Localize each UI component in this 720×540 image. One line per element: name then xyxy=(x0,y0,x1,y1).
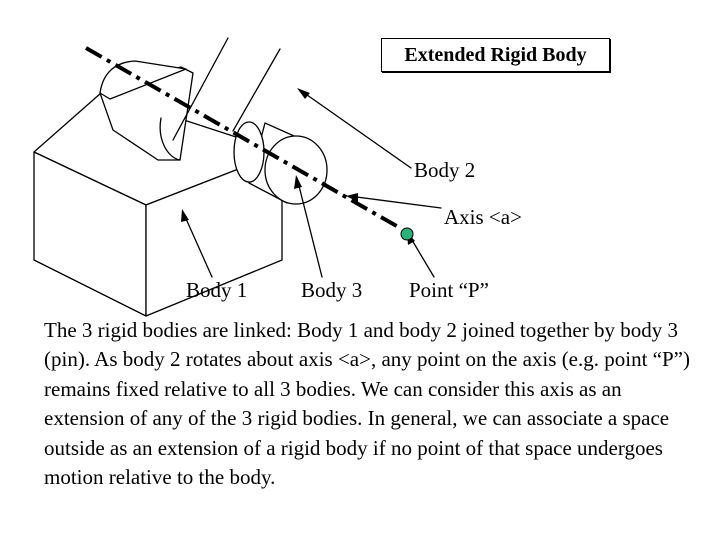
label-body-3: Body 3 xyxy=(301,278,363,302)
body-2-arm xyxy=(159,37,281,161)
body-3-pin xyxy=(233,121,328,205)
rigid-body-diagram xyxy=(33,37,442,317)
diagram-title: Extended Rigid Body xyxy=(381,38,610,72)
leader-lines xyxy=(181,88,442,278)
point-p-marker xyxy=(400,227,414,241)
label-body-1: Body 1 xyxy=(186,278,248,302)
description-text: The 3 rigid bodies are linked: Body 1 an… xyxy=(44,318,690,490)
label-point-p: Point “P” xyxy=(409,278,489,302)
label-axis: Axis <a> xyxy=(444,205,522,229)
axis-line xyxy=(85,46,401,230)
label-body-2: Body 2 xyxy=(414,158,476,182)
